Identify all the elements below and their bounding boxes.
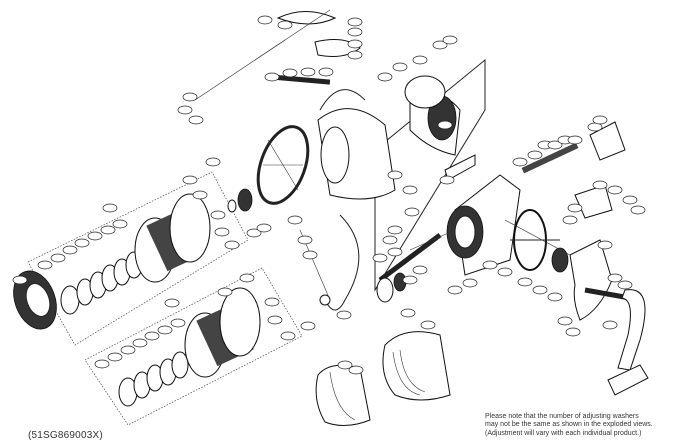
pinion-gear xyxy=(227,188,253,213)
drag-knob xyxy=(13,270,57,330)
side-cover-large xyxy=(382,331,451,401)
spool-1-washers xyxy=(60,251,143,315)
note-line-3: (Adjustment will vary with each individu… xyxy=(485,429,642,437)
spool-2 xyxy=(184,287,261,378)
side-plate xyxy=(569,239,613,321)
main-shaft xyxy=(376,233,442,303)
bail-wire xyxy=(324,214,360,311)
handle xyxy=(584,287,649,396)
drive-gear xyxy=(510,209,569,273)
one-way-clutch xyxy=(404,75,461,156)
body-frame-line xyxy=(374,58,486,292)
rotor-ring xyxy=(256,125,310,205)
part-callouts xyxy=(12,15,646,375)
rotor xyxy=(317,89,396,200)
note-line-2: may not be the same as shown in the expl… xyxy=(485,421,653,429)
spool-1 xyxy=(134,193,211,283)
spool-2-washers xyxy=(118,351,189,407)
oscillation-assembly xyxy=(521,121,626,219)
adjusting-washers-note: Please note that the number of adjusting… xyxy=(485,413,653,438)
part-code-label: (51SG869003X) xyxy=(28,430,103,441)
callout-leaders xyxy=(194,9,571,301)
side-cover-small xyxy=(315,364,371,426)
spool-group-2-boundary xyxy=(84,267,303,426)
note-line-1: Please note that the number of adjusting… xyxy=(485,413,639,420)
reel-body xyxy=(444,154,521,276)
